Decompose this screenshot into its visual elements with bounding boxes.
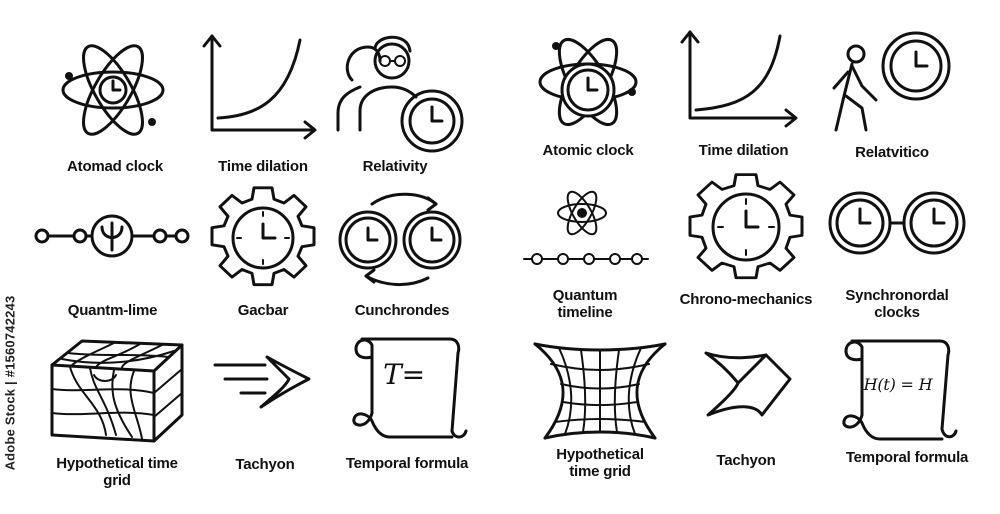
- icon-tile-tachyon-alt: Tachyon: [686, 345, 806, 475]
- icon-caption: Gacbar: [237, 302, 289, 319]
- scroll-formula-icon: [842, 339, 958, 441]
- icon-caption: Time dilation: [218, 158, 308, 175]
- walker-clock-icon: [832, 31, 951, 132]
- icon-caption: Tachyon: [235, 456, 295, 473]
- icon-tile-quantm-lime: Quantm-lime: [30, 205, 195, 325]
- person-clock-icon: [336, 35, 464, 153]
- icon-tile-time-dilation-alt: Time dilation: [676, 26, 811, 161]
- icon-tile-synchronordal-clocks: Synchronordal clocks: [822, 185, 972, 325]
- psi-chain-icon: [34, 214, 190, 258]
- chevron-arrow-icon: [704, 351, 792, 417]
- icon-tile-temporal-formula-alt: H(t) = H Temporal formula: [832, 335, 982, 470]
- icon-tile-temporal-formula: T= Temporal formula: [332, 335, 482, 475]
- atom-timeline-icon: [523, 190, 649, 265]
- scroll-formula-icon: [352, 337, 468, 439]
- icon-caption: Chrono-mechanics: [679, 291, 813, 308]
- icon-caption: Relatvitico: [855, 144, 929, 161]
- formula-text: H(t) = H: [863, 375, 933, 394]
- icon-caption: Time dilation: [698, 142, 789, 159]
- icon-caption: Hypothetical time grid: [56, 455, 178, 489]
- icon-tile-quantum-timeline: Quantum timeline: [520, 185, 650, 325]
- stock-watermark: Adobe Stock | #1560742243: [2, 268, 18, 498]
- icon-tile-hypothetical-time-grid-alt: Hypothetical time grid: [525, 338, 675, 488]
- icon-caption: Tachyon: [716, 452, 776, 469]
- two-clocks-cycle-icon: [338, 192, 462, 287]
- icon-tile-gacbar: Gacbar: [198, 186, 328, 325]
- icon-caption: Relativity: [362, 158, 428, 175]
- icon-tile-hypothetical-time-grid: Hypothetical time grid: [42, 335, 192, 489]
- gear-clock-icon: [688, 173, 804, 280]
- funnel-grid-icon: [533, 342, 667, 440]
- watermark-text: Adobe Stock | #1560742243: [2, 295, 18, 471]
- icon-tile-time-dilation: Time dilation: [198, 30, 328, 180]
- icon-caption: Atomad clock: [67, 158, 163, 175]
- exponential-graph-icon: [680, 30, 798, 128]
- atom-clock-icon: [538, 37, 638, 127]
- icon-tile-tachyon: Tachyon: [205, 345, 325, 475]
- icon-caption: Synchronordal clocks: [845, 287, 949, 321]
- icon-caption: Quantm-lime: [67, 302, 158, 319]
- speed-arrow-icon: [213, 355, 311, 409]
- icon-caption: Temporal formula: [845, 449, 969, 466]
- icon-tile-cunchrondes: Cunchrondes: [332, 190, 472, 325]
- icon-tile-atomad-clock: Atomad clock: [55, 40, 175, 180]
- icon-caption: Atomic clock: [542, 142, 634, 159]
- icon-caption: Cunchrondes: [354, 302, 450, 319]
- icon-tile-atomic-clock: Atomic clock: [528, 32, 648, 162]
- formula-text: T=: [383, 358, 425, 391]
- icon-caption: Hypothetical time grid: [556, 446, 644, 480]
- icon-tile-relativity: Relativity: [330, 25, 464, 180]
- icon-tile-relatvitico: Relatvitico: [822, 26, 962, 161]
- icon-caption: Temporal formula: [345, 455, 469, 472]
- gear-clock-icon: [210, 186, 316, 287]
- exponential-graph-icon: [202, 34, 317, 140]
- atom-clock-icon: [61, 44, 165, 136]
- warped-grid-box-icon: [50, 339, 184, 443]
- icon-caption: Quantum timeline: [552, 287, 618, 321]
- linked-clocks-icon: [828, 191, 966, 255]
- icon-tile-chrono-mechanics: Chrono-mechanics: [676, 173, 816, 315]
